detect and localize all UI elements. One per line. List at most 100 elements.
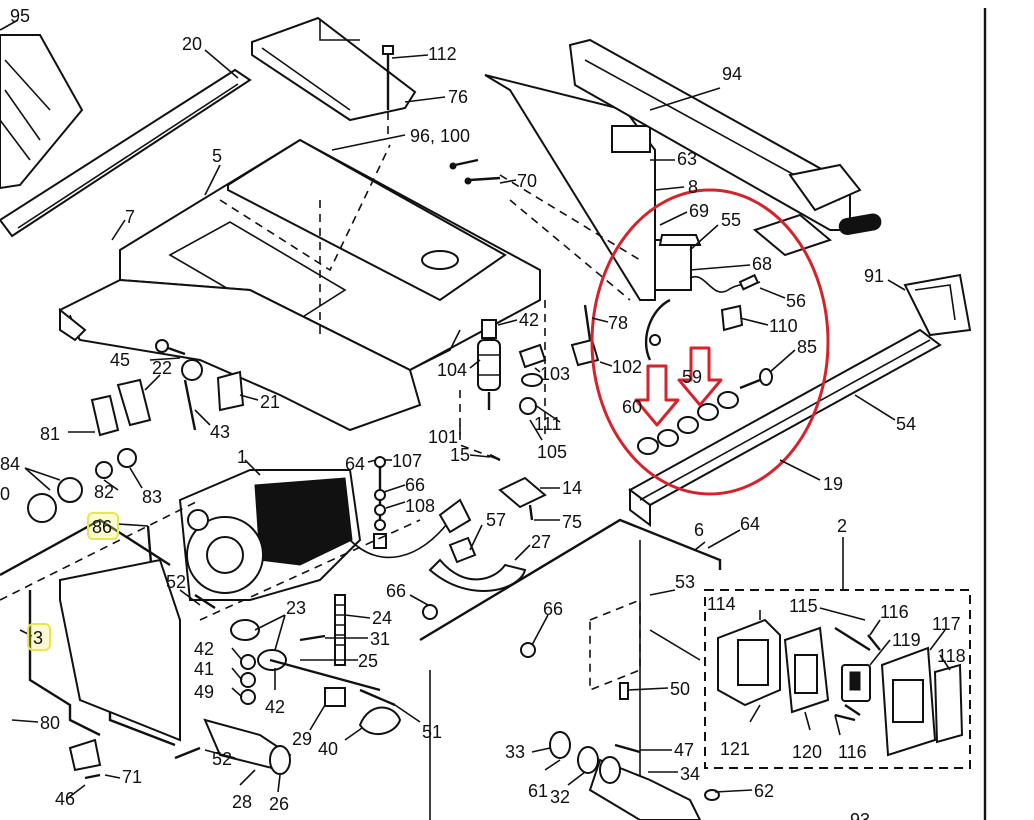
part-82-83-bushings [95, 448, 137, 479]
part-5-table [58, 138, 541, 432]
label-96-100: 96, 100 [410, 126, 470, 146]
label-75: 75 [562, 512, 582, 532]
label-2: 2 [837, 516, 847, 536]
label-15: 15 [450, 445, 470, 465]
part-29-collar [324, 687, 346, 707]
label-19: 19 [823, 474, 843, 494]
label-52-mid: 52 [166, 572, 186, 592]
part-52-pin [174, 593, 216, 760]
label-6: 6 [694, 520, 704, 540]
parts-59-60-hardware [637, 391, 739, 455]
label-1: 1 [237, 447, 247, 467]
label-111: 111 [534, 414, 561, 434]
part-42-41-49-washers [240, 654, 256, 705]
label-66-mid: 66 [386, 581, 406, 601]
part-78-bolt [583, 304, 592, 341]
label-59: 59 [682, 367, 702, 387]
part-104-bushing [477, 319, 501, 410]
label-103: 103 [540, 364, 570, 384]
label-8: 8 [688, 177, 698, 197]
label-56: 56 [786, 291, 806, 311]
part-25-shaft [269, 658, 381, 692]
label-23: 23 [286, 598, 306, 618]
label-53: 53 [675, 572, 695, 592]
kit-box-2 [704, 537, 971, 769]
label-27: 27 [531, 532, 551, 552]
part-24-screw-rod [334, 594, 346, 666]
label-62: 62 [754, 781, 774, 801]
label-41: 41 [194, 659, 214, 679]
part-33-washer [549, 731, 571, 759]
label-118: 118 [937, 646, 966, 666]
pointer-arrow-right [677, 346, 723, 407]
part-28-26-handwheel [203, 718, 292, 775]
label-22: 22 [152, 358, 172, 378]
label-114: 114 [707, 594, 736, 614]
label-57: 57 [486, 510, 506, 530]
label-42-low: 42 [265, 697, 285, 717]
label-116-top: 116 [880, 602, 909, 622]
label-55: 55 [721, 210, 741, 230]
label-33: 33 [505, 742, 525, 762]
part-47-screw [614, 743, 641, 754]
label-63: 63 [677, 149, 697, 169]
label-14: 14 [562, 478, 582, 498]
label-31: 31 [370, 629, 390, 649]
label-121: 121 [720, 739, 750, 759]
part-27-arc-scale [428, 558, 527, 592]
label-116-low: 116 [838, 742, 867, 762]
label-20: 20 [182, 34, 202, 54]
part-112-screw [382, 45, 394, 140]
label-66-low: 66 [543, 599, 563, 619]
part-61-32-34-shaft [577, 746, 702, 820]
label-68: 68 [752, 254, 772, 274]
label-95: 95 [10, 6, 30, 26]
label-101: 101 [428, 427, 458, 447]
label-24: 24 [372, 608, 392, 628]
label-78: 78 [608, 313, 628, 333]
label-83: 83 [142, 487, 162, 507]
part-76-rail [251, 16, 417, 122]
part-111-washer [518, 343, 547, 387]
label-66-top: 66 [405, 475, 425, 495]
label-25: 25 [358, 651, 378, 671]
label-107: 107 [392, 451, 422, 471]
label-117: 117 [932, 614, 961, 634]
part-119-switch [841, 664, 871, 702]
label-42-top: 42 [519, 310, 539, 330]
part-70-screws [449, 158, 501, 185]
label-badge-86 [87, 512, 119, 540]
label-64-right: 64 [740, 514, 760, 534]
cabinet-frame [0, 518, 722, 820]
label-61: 61 [528, 781, 548, 801]
label-80: 80 [40, 713, 60, 733]
part-66-nut [422, 604, 536, 658]
label-3: 3 [33, 628, 43, 648]
label-84: 84 [0, 454, 20, 474]
part-50-pin [619, 682, 629, 700]
label-112: 112 [428, 44, 457, 64]
part-23-gear [230, 619, 287, 671]
highlight-circle [590, 188, 830, 496]
label-5: 5 [212, 146, 222, 166]
part-45-screw [155, 339, 186, 356]
part-43-pulley [181, 359, 203, 431]
label-71: 71 [122, 767, 142, 787]
label-28: 28 [232, 792, 252, 812]
label-102: 102 [612, 357, 642, 377]
label-54: 54 [896, 414, 916, 434]
part-21-bracket [216, 370, 245, 412]
part-110-tag [720, 304, 744, 332]
part-95-guard [0, 34, 84, 190]
part-56-pin [738, 273, 760, 291]
part-1-motor [178, 469, 472, 601]
part-53-plate [589, 598, 641, 692]
part-120-plate [783, 626, 830, 714]
part-114-switch-box [717, 618, 781, 707]
label-51: 51 [422, 722, 442, 742]
label-edge-0: 0 [0, 484, 10, 504]
part-102-arm [644, 298, 671, 361]
label-70: 70 [517, 171, 537, 191]
part-91-bracket [903, 273, 972, 337]
label-120: 120 [792, 742, 822, 762]
